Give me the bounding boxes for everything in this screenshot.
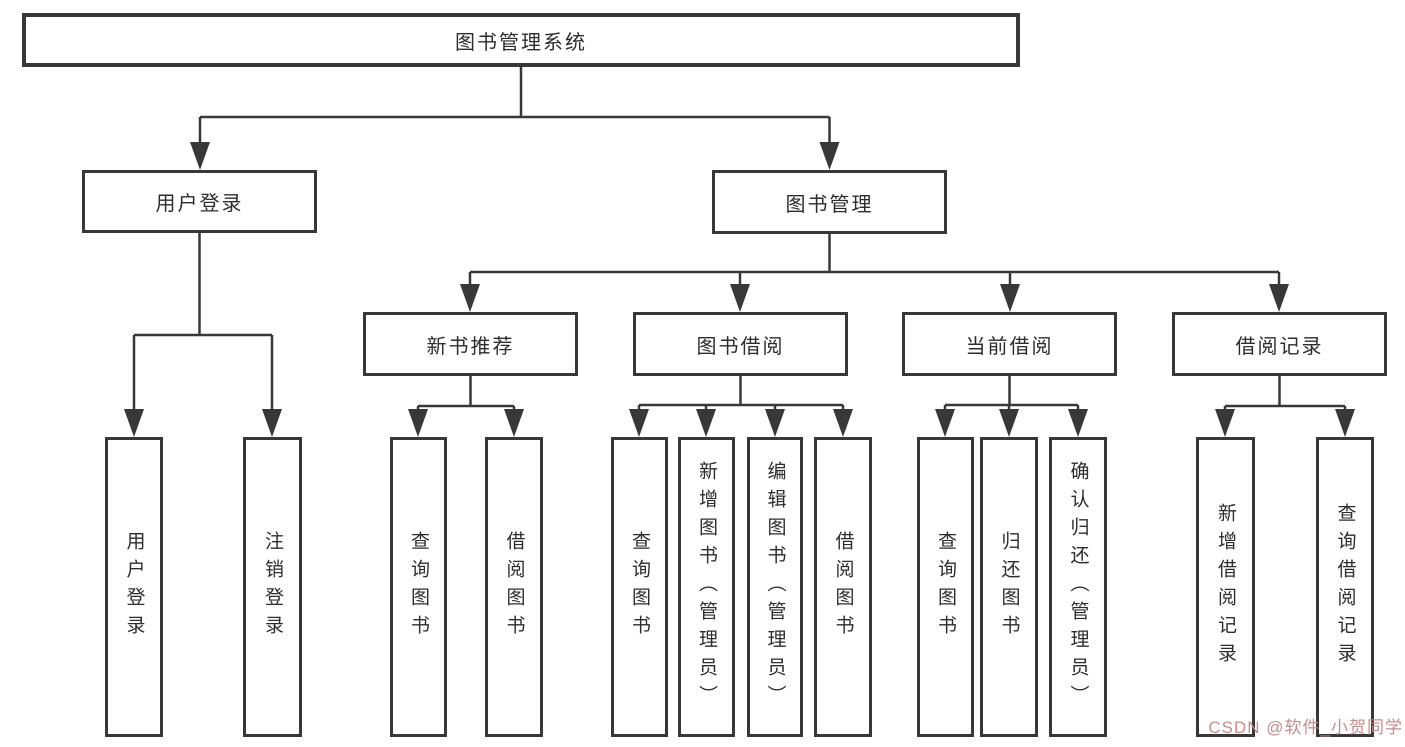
leaf-add-borrow-record: 新增借阅记录 bbox=[1196, 437, 1255, 737]
leaf-label: 查询图书 bbox=[935, 531, 956, 643]
leaf-label: 查询图书 bbox=[408, 531, 429, 643]
leaf-borrow-books-recommend: 借阅图书 bbox=[485, 437, 543, 737]
node-root: 图书管理系统 bbox=[22, 13, 1020, 67]
arrowhead bbox=[1269, 284, 1289, 312]
arrowhead bbox=[262, 409, 282, 437]
leaf-label: 查询图书 bbox=[629, 531, 650, 643]
arrowhead bbox=[408, 409, 428, 437]
arrowhead bbox=[504, 409, 524, 437]
leaf-query-books-current: 查询图书 bbox=[917, 437, 974, 737]
arrowhead bbox=[935, 409, 955, 437]
leaf-label: 新增图书（管理员） bbox=[696, 461, 717, 713]
leaf-add-books-admin: 新增图书（管理员） bbox=[678, 437, 735, 737]
node-user-login: 用户登录 bbox=[82, 170, 317, 233]
node-book-mgmt-label: 图书管理 bbox=[785, 193, 874, 216]
leaf-label: 借阅图书 bbox=[832, 531, 854, 643]
leaf-label: 归还图书 bbox=[998, 531, 1020, 643]
arrowhead bbox=[730, 284, 750, 312]
node-new-book-recommend: 新书推荐 bbox=[363, 312, 578, 376]
leaf-edit-books-admin: 编辑图书（管理员） bbox=[747, 437, 803, 737]
node-root-label: 图书管理系统 bbox=[455, 31, 587, 54]
arrowhead bbox=[124, 409, 144, 437]
arrowhead bbox=[1215, 409, 1235, 437]
node-borrow-records: 借阅记录 bbox=[1172, 312, 1387, 376]
node-user-login-label: 用户登录 bbox=[155, 193, 244, 215]
leaf-query-books-borrow: 查询图书 bbox=[611, 437, 668, 737]
leaf-return-books: 归还图书 bbox=[980, 437, 1038, 737]
arrowhead bbox=[190, 142, 210, 170]
arrowhead bbox=[833, 409, 853, 437]
leaf-label: 确认归还（管理员） bbox=[1067, 461, 1089, 713]
leaf-logout: 注销登录 bbox=[243, 437, 302, 737]
node-current-borrow: 当前借阅 bbox=[902, 312, 1117, 376]
leaf-label: 查询借阅记录 bbox=[1334, 503, 1356, 671]
leaf-label: 用户登录 bbox=[123, 531, 145, 643]
leaf-label: 新增借阅记录 bbox=[1215, 503, 1236, 671]
leaf-user-login: 用户登录 bbox=[105, 437, 163, 737]
node-new-book-recommend-label: 新书推荐 bbox=[426, 335, 515, 358]
node-current-borrow-label: 当前借阅 bbox=[965, 335, 1054, 358]
arrowhead bbox=[819, 142, 840, 170]
leaf-query-borrow-record: 查询借阅记录 bbox=[1316, 437, 1374, 737]
node-book-mgmt: 图书管理 bbox=[712, 170, 947, 234]
arrowhead bbox=[460, 284, 480, 312]
leaf-confirm-return-admin: 确认归还（管理员） bbox=[1049, 437, 1107, 737]
node-borrow-records-label: 借阅记录 bbox=[1235, 335, 1324, 358]
node-book-borrow-label: 图书借阅 bbox=[696, 335, 785, 358]
arrowhead bbox=[1068, 409, 1088, 437]
leaf-borrow-books: 借阅图书 bbox=[814, 437, 872, 737]
leaf-label: 借阅图书 bbox=[503, 531, 525, 643]
arrowhead bbox=[1000, 284, 1020, 312]
arrowhead bbox=[629, 409, 649, 437]
arrowhead bbox=[999, 409, 1019, 437]
csdn-watermark: CSDN @软件_小贺同学 bbox=[1208, 718, 1403, 737]
arrowhead bbox=[765, 409, 785, 437]
leaf-label: 编辑图书（管理员） bbox=[764, 461, 786, 713]
node-book-borrow: 图书借阅 bbox=[633, 312, 848, 376]
leaf-label: 注销登录 bbox=[262, 531, 283, 643]
arrowhead bbox=[1335, 409, 1355, 437]
arrowhead bbox=[696, 409, 716, 437]
leaf-query-books-recommend: 查询图书 bbox=[390, 437, 447, 737]
